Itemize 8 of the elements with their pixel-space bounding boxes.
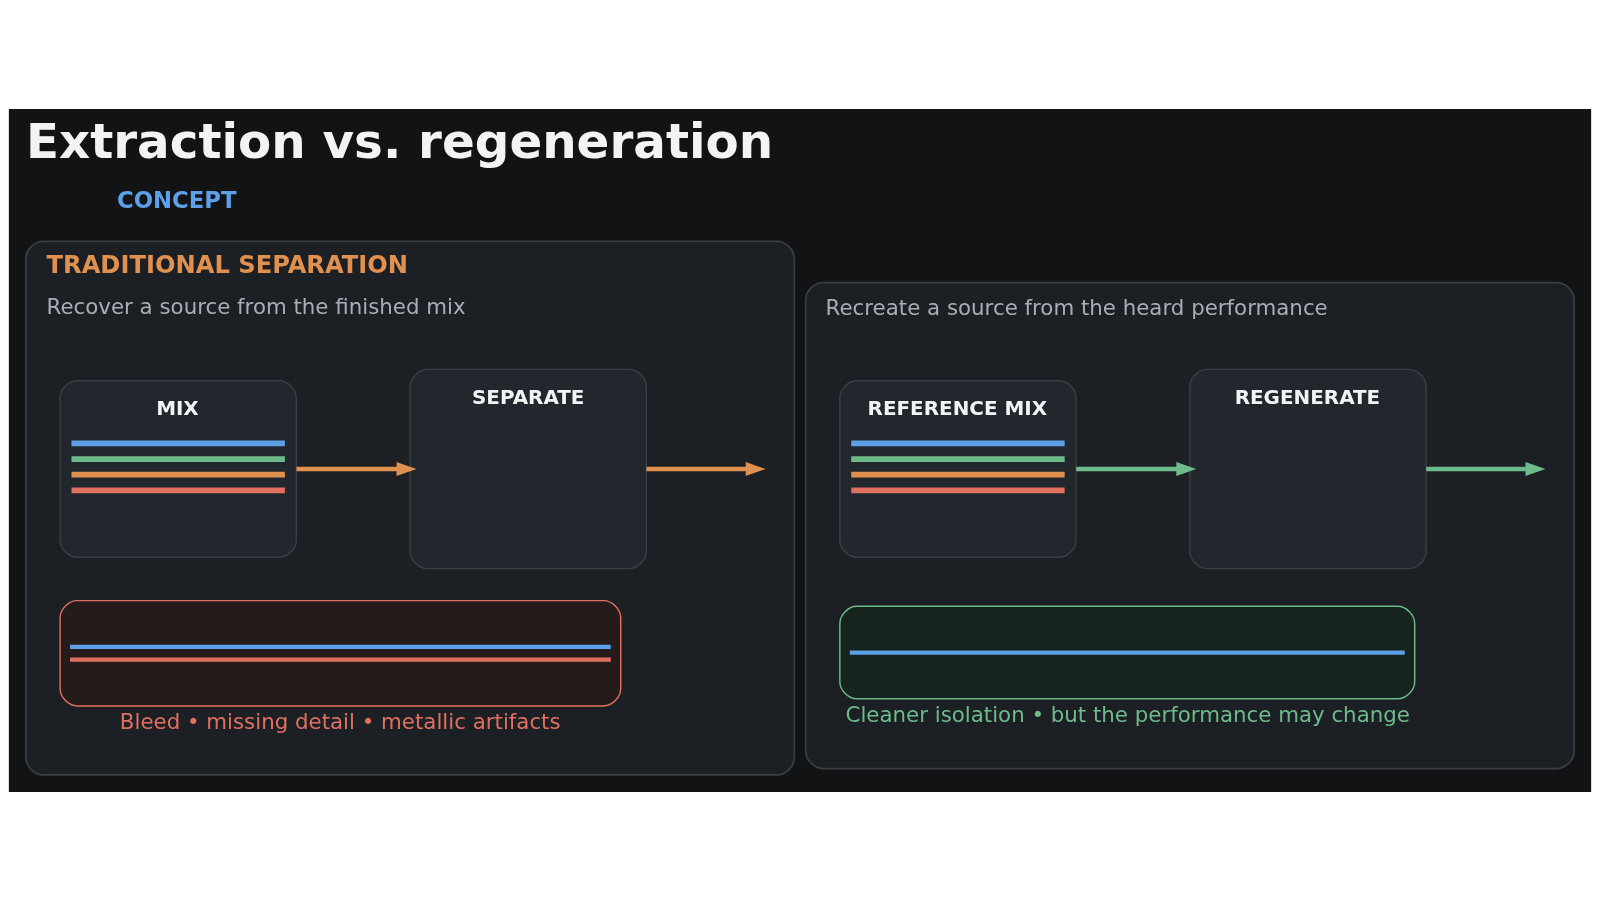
arrow [646,461,766,476]
diagram-title: Extraction vs. regeneration [25,112,774,169]
node-label: Cleaner isolation • but the performance may change [845,701,1410,727]
arrow [1076,461,1197,476]
node-label: Bleed • missing detail • metallic artifacts [119,708,561,734]
arrow [296,461,417,476]
label: CONCEPT [117,186,237,213]
arrow [1426,461,1546,476]
